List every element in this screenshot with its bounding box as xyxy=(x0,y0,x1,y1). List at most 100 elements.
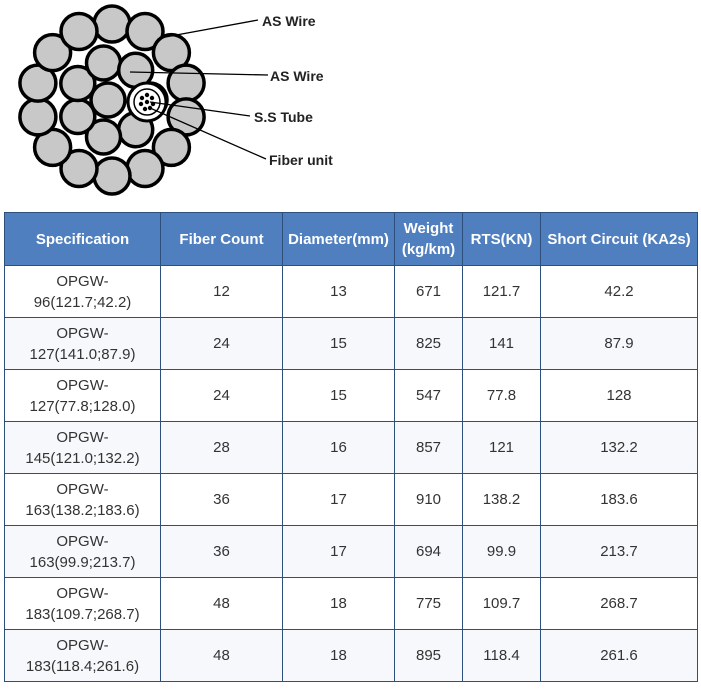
fiber-count-cell: 28 xyxy=(160,421,283,474)
specification-line: 163(99.9;213.7) xyxy=(29,553,136,571)
specification-cell: OPGW- 127(77.8;128.0) xyxy=(4,369,161,422)
rts-cell: 121 xyxy=(462,421,541,474)
inner-wire-strand xyxy=(59,97,97,136)
ss-tube-label: S.S Tube xyxy=(254,109,313,125)
weight-cell: 825 xyxy=(394,317,463,370)
rts-cell: 141 xyxy=(462,317,541,370)
weight-cell: 671 xyxy=(394,265,463,318)
specification-line: 127(77.8;128.0) xyxy=(29,397,136,415)
header-rts: RTS(KN) xyxy=(462,212,541,266)
fiber-count-cell: 48 xyxy=(160,577,283,630)
specification-line: 127(141.0;87.9) xyxy=(29,345,136,363)
inner-wire-strand xyxy=(84,118,123,156)
specification-cell: OPGW-183(109.7;268.7) xyxy=(4,577,161,630)
inner-wire-strand xyxy=(89,81,127,119)
diameter-cell: 15 xyxy=(282,317,395,370)
diameter-cell: 17 xyxy=(282,473,395,526)
specification-cell: OPGW- 96(121.7;42.2) xyxy=(4,265,161,318)
fiber-count-cell: 24 xyxy=(160,317,283,370)
fiber-count-cell: 24 xyxy=(160,369,283,422)
short-circuit-cell: 128 xyxy=(540,369,698,422)
specification-cell: OPGW- 163(99.9;213.7) xyxy=(4,525,161,578)
specification-cell: OPGW- 163(138.2;183.6) xyxy=(4,473,161,526)
rts-cell: 121.7 xyxy=(462,265,541,318)
specification-line: 96(121.7;42.2) xyxy=(33,293,132,311)
short-circuit-cell: 183.6 xyxy=(540,473,698,526)
fiber-unit-label: Fiber unit xyxy=(269,152,333,168)
as-wire-outer-label: AS Wire xyxy=(262,13,316,29)
weight-cell: 895 xyxy=(394,629,463,682)
specification-line: OPGW- xyxy=(56,532,109,550)
diameter-cell: 16 xyxy=(282,421,395,474)
weight-cell: 547 xyxy=(394,369,463,422)
specification-line: 145(121.0;132.2) xyxy=(25,449,140,467)
rts-cell: 77.8 xyxy=(462,369,541,422)
header-weight: Weight (kg/km) xyxy=(394,212,463,266)
short-circuit-cell: 87.9 xyxy=(540,317,698,370)
specification-cell: OPGW- 127(141.0;87.9) xyxy=(4,317,161,370)
fiber-count-cell: 48 xyxy=(160,629,283,682)
callout-lines xyxy=(129,19,269,160)
header-specification: Specification xyxy=(4,212,161,266)
short-circuit-cell: 42.2 xyxy=(540,265,698,318)
outer-wire-strand xyxy=(32,32,73,73)
fiber-count-cell: 12 xyxy=(160,265,283,318)
inner-wire-strand xyxy=(84,44,123,82)
short-circuit-cell: 261.6 xyxy=(540,629,698,682)
fiber-count-cell: 36 xyxy=(160,473,283,526)
diameter-cell: 18 xyxy=(282,629,395,682)
specification-line: 183(118.4;261.6) xyxy=(25,657,140,675)
short-circuit-cell: 268.7 xyxy=(540,577,698,630)
rts-cell: 118.4 xyxy=(462,629,541,682)
outer-wire-strand xyxy=(125,148,165,189)
specification-line: OPGW- xyxy=(56,636,109,654)
ss-tube xyxy=(126,81,168,123)
rts-cell: 109.7 xyxy=(462,577,541,630)
weight-cell: 910 xyxy=(394,473,463,526)
weight-cell: 857 xyxy=(394,421,463,474)
cable-cross-section-diagram: AS Wire AS Wire S.S Tube Fiber unit xyxy=(18,4,333,196)
specification-line: 163(138.2;183.6) xyxy=(25,501,140,519)
header-fiber-count: Fiber Count xyxy=(160,212,283,266)
specification-cell: OPGW- 145(121.0;132.2) xyxy=(4,421,161,474)
specification-line: 183(109.7;268.7) xyxy=(25,605,140,623)
specification-line: OPGW- xyxy=(56,376,109,394)
weight-cell: 694 xyxy=(394,525,463,578)
spec-table: Specification Fiber Count Diameter(mm) W… xyxy=(4,212,698,682)
diameter-cell: 18 xyxy=(282,577,395,630)
rts-cell: 99.9 xyxy=(462,525,541,578)
specification-cell: OPGW- 183(118.4;261.6) xyxy=(4,629,161,682)
short-circuit-cell: 132.2 xyxy=(540,421,698,474)
diameter-cell: 17 xyxy=(282,525,395,578)
outer-wire-strand xyxy=(18,97,58,137)
outer-wire-strand xyxy=(59,148,99,189)
outer-wire-strand xyxy=(59,11,99,52)
header-short-circuit: Short Circuit (KA2s) xyxy=(540,212,698,266)
fiber-count-cell: 36 xyxy=(160,525,283,578)
rts-cell: 138.2 xyxy=(462,473,541,526)
outer-wire-strand xyxy=(151,127,192,168)
outer-wire-layer xyxy=(18,4,206,196)
inner-wire-strand xyxy=(59,64,97,103)
outer-wire-strand xyxy=(92,4,132,44)
specification-line: OPGW- xyxy=(56,480,109,498)
outer-wire-strand xyxy=(92,156,132,196)
specification-line: OPGW- xyxy=(56,324,109,342)
as-wire-inner-label: AS Wire xyxy=(270,68,324,84)
table-header-row: Specification Fiber Count Diameter(mm) W… xyxy=(4,212,698,266)
specification-line: OPGW- xyxy=(56,272,109,290)
diameter-cell: 15 xyxy=(282,369,395,422)
short-circuit-cell: 213.7 xyxy=(540,525,698,578)
weight-cell: 775 xyxy=(394,577,463,630)
outer-wire-strand xyxy=(166,63,206,103)
specification-line: OPGW- xyxy=(56,428,109,446)
